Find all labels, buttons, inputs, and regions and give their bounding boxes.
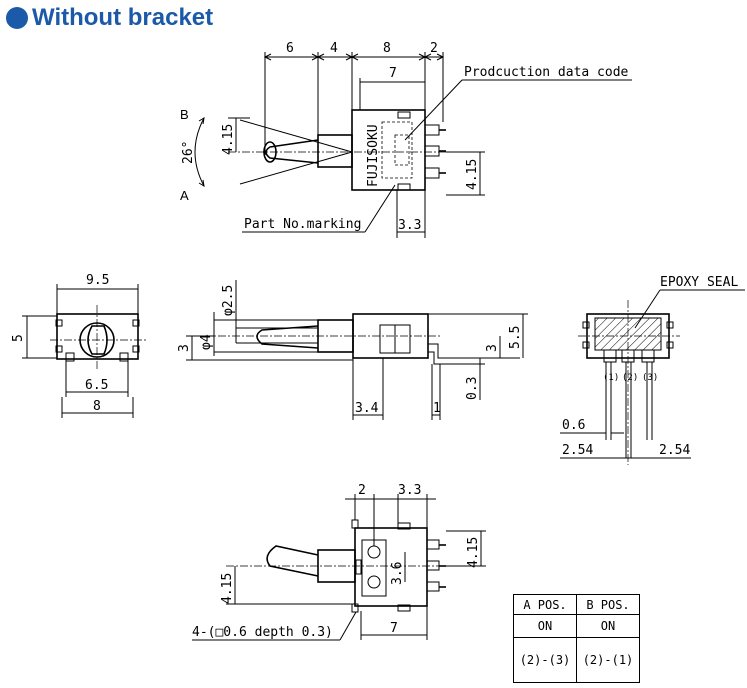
dim-3-left: 3	[177, 344, 192, 352]
production-code-label: Prodcuction data code	[464, 65, 629, 80]
dim-7: 7	[389, 66, 397, 81]
dim-26-degrees: 26°	[181, 141, 196, 164]
dim-6: 6	[286, 41, 294, 56]
dim-8-front: 8	[93, 399, 101, 414]
dim-0-3: 0.3	[465, 377, 480, 400]
dim-3-4: 3.4	[355, 401, 379, 416]
dim-4-15-upper: 4.15	[221, 124, 236, 155]
dim-3-3-bottom: 3.3	[398, 483, 421, 498]
dim-9-5: 9.5	[86, 273, 109, 288]
dim-7-bottom: 7	[390, 621, 398, 636]
brand-marking: FUJISOKU	[366, 124, 381, 187]
dim-phi-2-5: φ2.5	[221, 285, 236, 316]
dim-0-6: 0.6	[562, 418, 585, 433]
dim-2-54-right: 2.54	[659, 443, 690, 458]
table-cell-b-pins: (2)-(1)	[576, 637, 640, 683]
bottom-view: 2 3.3 4.15 3.6 4.15 7 4-(□0.6 depth 0.3)	[192, 483, 486, 641]
table-cell-b-on: ON	[576, 614, 640, 638]
table-header-b: B POS.	[576, 594, 640, 615]
top-view: 6 4 8 2 7 4.15 26° B A	[180, 41, 632, 238]
dim-3-6: 3.6	[390, 562, 405, 585]
side-view: φ2.5 φ4 3 3 5.5 0.3 3.4 1	[177, 280, 528, 420]
dim-2: 2	[430, 41, 438, 56]
position-a-label: A	[180, 188, 189, 203]
dim-3-3: 3.3	[398, 218, 421, 233]
dim-5-5: 5.5	[508, 326, 523, 349]
bullet-dot-icon	[6, 7, 28, 29]
dim-5: 5	[11, 334, 26, 342]
dim-4: 4	[330, 41, 338, 56]
dim-1: 1	[433, 401, 441, 416]
switch-position-table: A POS. B POS. ON ON (2)-(3) (2)-(1)	[513, 594, 640, 683]
pin-1-label: (1)	[603, 373, 619, 383]
part-no-label: Part No.marking	[244, 217, 361, 232]
table-cell-a-on: ON	[513, 614, 577, 638]
dim-6-5: 6.5	[85, 378, 108, 393]
page-title-text: Without bracket	[32, 4, 214, 31]
dim-2-bottom: 2	[358, 483, 366, 498]
table-header-a: A POS.	[513, 594, 577, 615]
dim-8: 8	[383, 41, 391, 56]
table-cell-a-pins: (2)-(3)	[513, 637, 577, 683]
dim-phi-4: φ4	[199, 334, 214, 350]
dim-4-15-bottom-right: 4.15	[466, 537, 481, 568]
front-view: 9.5 5 6.5 8	[11, 273, 148, 418]
pin-3-label: (3)	[642, 373, 658, 383]
hole-note-label: 4-(□0.6 depth 0.3)	[192, 625, 333, 640]
position-b-label: B	[180, 107, 189, 122]
dim-2-54-left: 2.54	[562, 443, 593, 458]
page-title: Without bracket	[6, 4, 213, 32]
dim-4-15-right: 4.15	[465, 159, 480, 190]
pin-2-label: (2)	[622, 373, 638, 383]
epoxy-seal-label: EPOXY SEAL	[660, 275, 738, 290]
dim-4-15-bottom-left: 4.15	[220, 573, 235, 604]
dim-3-right: 3	[485, 344, 500, 352]
end-view: (1) (2) (3) EPOXY SEAL 0.6 2.54 2.54	[560, 275, 745, 465]
